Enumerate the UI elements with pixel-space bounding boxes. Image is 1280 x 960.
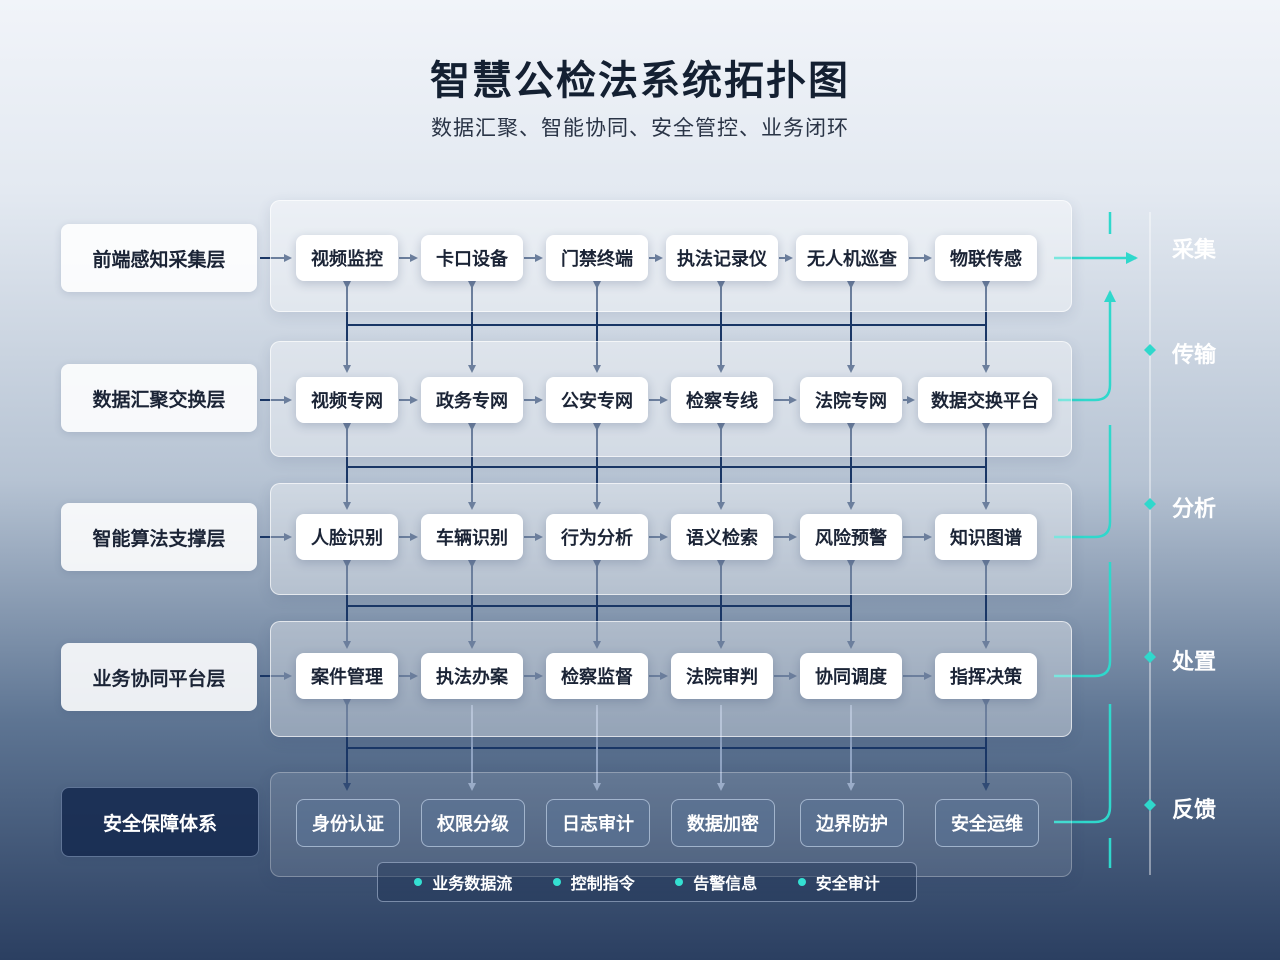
node-command-decision[interactable]: 指挥决策 xyxy=(935,653,1037,699)
dispose-bracket xyxy=(1054,562,1112,678)
legend-dot-icon xyxy=(797,878,806,886)
legend-label: 告警信息 xyxy=(693,874,758,893)
stage-diamond-icon xyxy=(1144,651,1156,663)
node-permission-levels[interactable]: 权限分级 xyxy=(421,799,525,847)
feedback-bracket xyxy=(1054,704,1112,824)
analyze-bracket xyxy=(1054,425,1112,539)
node-court-network[interactable]: 法院专网 xyxy=(800,377,902,423)
node-boundary-protection[interactable]: 边界防护 xyxy=(800,799,904,847)
layer-label-collect: 前端感知采集层 xyxy=(61,224,257,292)
node-video-network[interactable]: 视频专网 xyxy=(296,377,398,423)
stage-analyze: 分析 xyxy=(1172,497,1217,522)
legend-label: 安全审计 xyxy=(815,874,880,893)
layer-label-security: 安全保障体系 xyxy=(61,787,259,857)
node-court-trial[interactable]: 法院审判 xyxy=(671,653,773,699)
node-access-terminal[interactable]: 门禁终端 xyxy=(546,235,648,281)
node-checkpoint-device[interactable]: 卡口设备 xyxy=(421,235,523,281)
stage-feedback: 反馈 xyxy=(1172,798,1217,823)
node-face-recognition[interactable]: 人脸识别 xyxy=(296,514,398,560)
layer-label-exchange: 数据汇聚交换层 xyxy=(61,364,257,432)
stage-transmit: 传输 xyxy=(1172,343,1217,368)
node-log-audit[interactable]: 日志审计 xyxy=(546,799,650,847)
node-video-monitor[interactable]: 视频监控 xyxy=(296,235,398,281)
legend-label: 业务数据流 xyxy=(432,874,513,893)
node-procuratorate-line[interactable]: 检察专线 xyxy=(671,377,773,423)
legend-item-audit: 安全审计 xyxy=(797,870,880,894)
stage-diamond-icon xyxy=(1144,799,1156,811)
node-law-enforcement[interactable]: 执法办案 xyxy=(421,653,523,699)
node-semantic-search[interactable]: 语义检索 xyxy=(671,514,773,560)
node-vehicle-recognition[interactable]: 车辆识别 xyxy=(421,514,523,560)
node-police-network[interactable]: 公安专网 xyxy=(546,377,648,423)
legend-dot-icon xyxy=(414,878,423,886)
page-title: 智慧公检法系统拓扑图 xyxy=(430,58,850,104)
node-drone-patrol[interactable]: 无人机巡查 xyxy=(796,235,908,281)
stage-dispose: 处置 xyxy=(1172,650,1217,675)
legend-item-data-flow: 业务数据流 xyxy=(414,870,512,894)
stage-diamond-icon xyxy=(1144,498,1156,510)
node-procuratorial-supervision[interactable]: 检察监督 xyxy=(546,653,648,699)
legend: 业务数据流 控制指令 告警信息 安全审计 xyxy=(377,862,917,902)
node-knowledge-graph[interactable]: 知识图谱 xyxy=(935,514,1037,560)
node-coordination-dispatch[interactable]: 协同调度 xyxy=(800,653,902,699)
legend-item-alert: 告警信息 xyxy=(675,870,757,894)
node-data-encryption[interactable]: 数据加密 xyxy=(671,799,775,847)
stage-diamond-icon xyxy=(1144,344,1156,356)
node-gov-network[interactable]: 政务专网 xyxy=(421,377,523,423)
legend-dot-icon xyxy=(675,878,684,886)
layer-label-algorithm: 智能算法支撑层 xyxy=(61,503,257,571)
node-data-exchange-platform[interactable]: 数据交换平台 xyxy=(918,377,1052,423)
legend-label: 控制指令 xyxy=(570,874,635,893)
node-behavior-analysis[interactable]: 行为分析 xyxy=(546,514,648,560)
page-subtitle: 数据汇聚、智能协同、安全管控、业务闭环 xyxy=(431,116,849,140)
node-identity-auth[interactable]: 身份认证 xyxy=(296,799,400,847)
legend-item-control: 控制指令 xyxy=(552,870,635,894)
stage-collect: 采集 xyxy=(1172,238,1217,263)
layer-label-business: 业务协同平台层 xyxy=(61,643,257,711)
node-case-management[interactable]: 案件管理 xyxy=(296,653,398,699)
node-security-ops[interactable]: 安全运维 xyxy=(935,799,1039,847)
node-risk-warning[interactable]: 风险预警 xyxy=(800,514,902,560)
node-iot-sensor[interactable]: 物联传感 xyxy=(935,235,1037,281)
legend-dot-icon xyxy=(552,878,561,886)
transmit-arrow xyxy=(1058,290,1116,402)
node-body-camera[interactable]: 执法记录仪 xyxy=(666,235,778,281)
